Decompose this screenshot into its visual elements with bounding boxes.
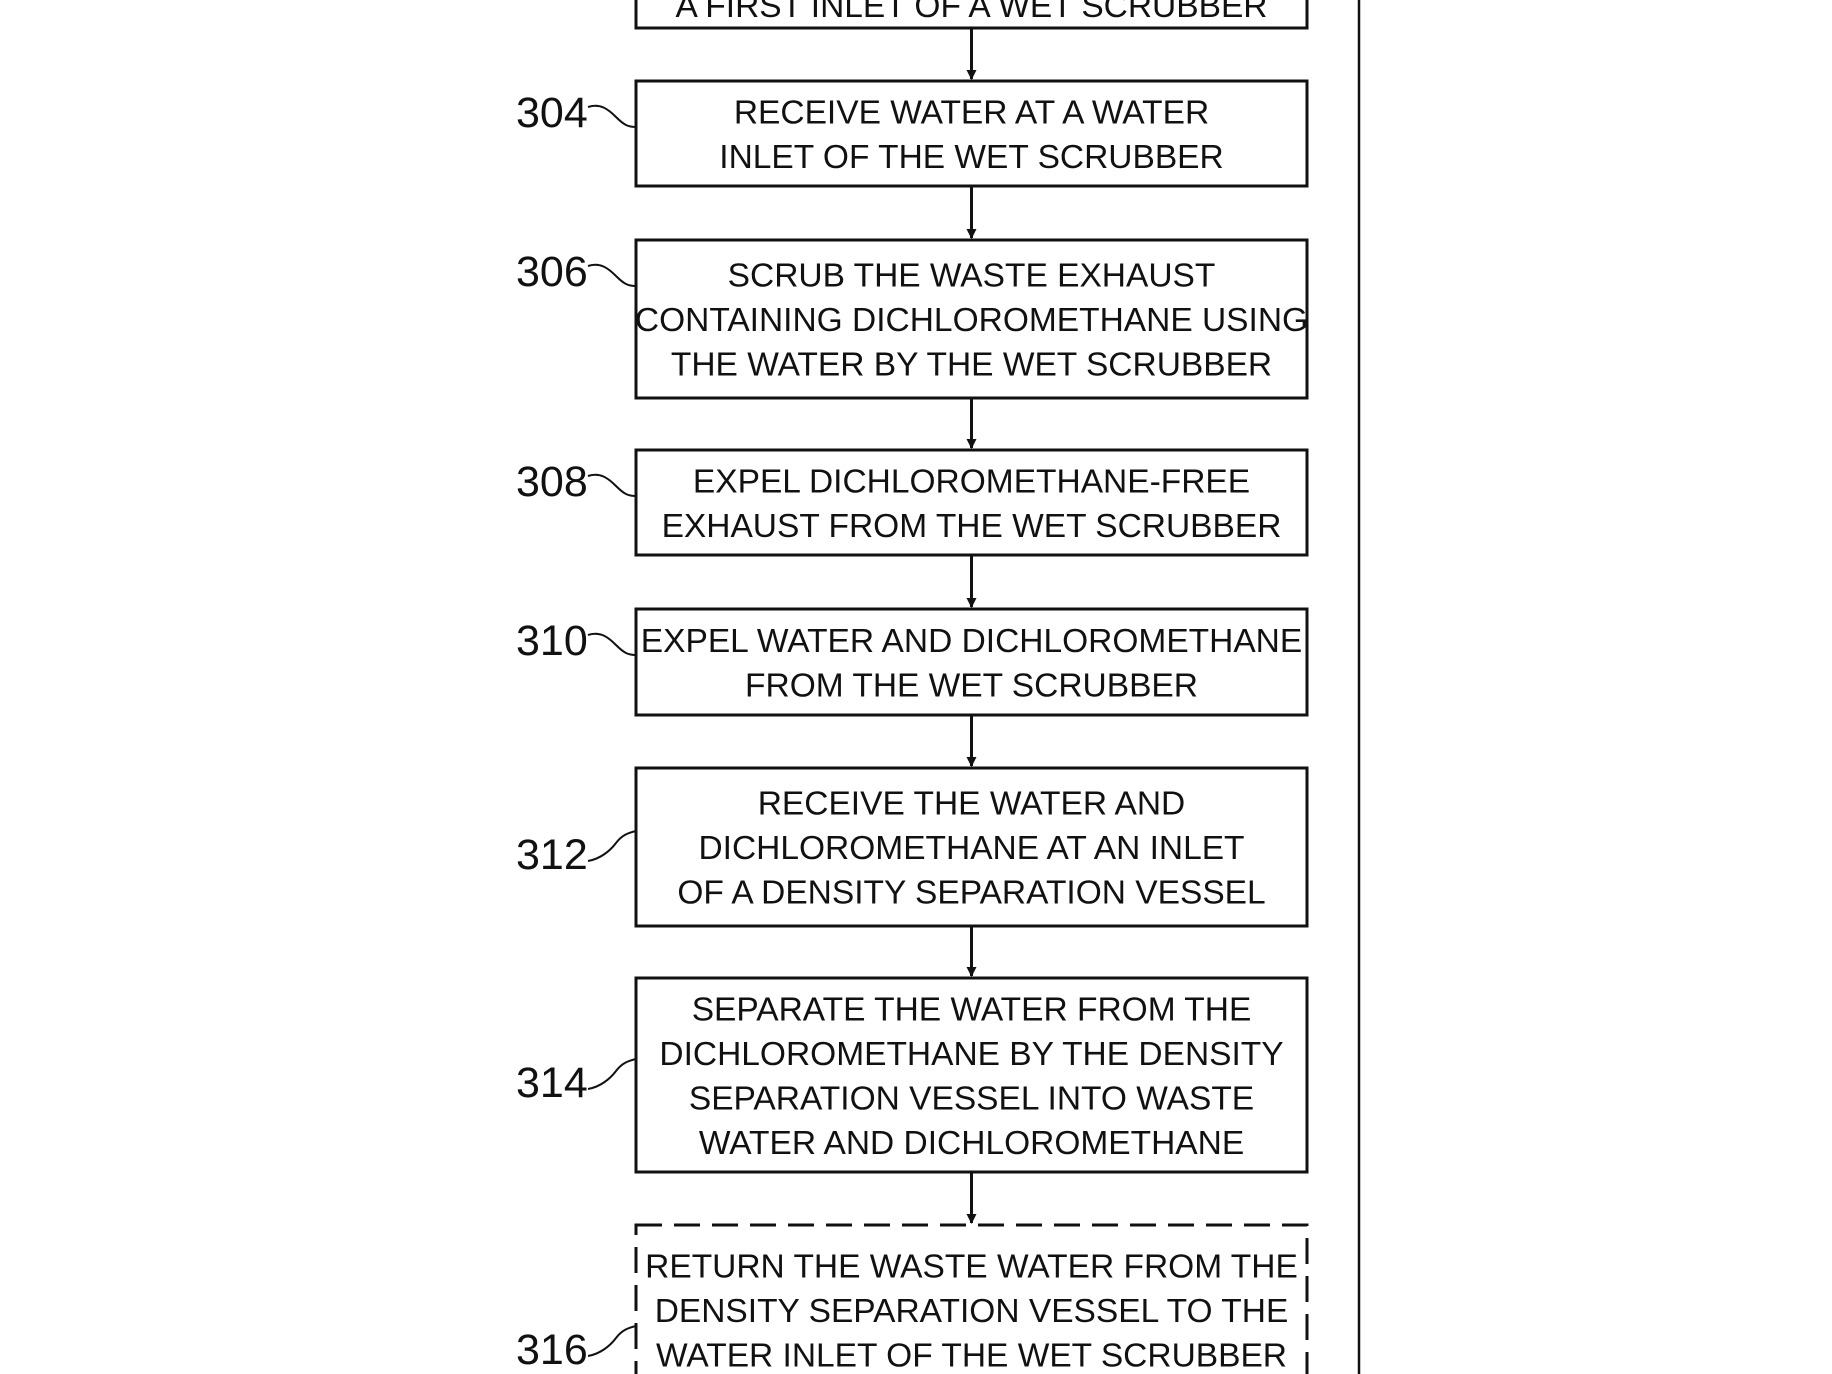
step-308: EXPEL DICHLOROMETHANE-FREE EXHAUST FROM T…: [516, 448, 1309, 557]
reference-leader-line: [587, 263, 637, 287]
step-text-line: SEPARATE THE WATER FROM THE: [692, 991, 1252, 1028]
reference-leader-line: [587, 473, 637, 497]
step-text-line: OF A DENSITY SEPARATION VESSEL: [677, 875, 1265, 912]
step-text-line: A FIRST INLET OF A WET SCRUBBER: [676, 0, 1268, 25]
step-text-line: CONTAINING DICHLOROMETHANE USING: [635, 302, 1308, 339]
step-text-line: SEPARATION VESSEL INTO WASTE: [689, 1080, 1254, 1117]
step-text-line: DENSITY SEPARATION VESSEL TO THE: [655, 1293, 1289, 1330]
step-314: SEPARATE THE WATER FROM THE DICHLOROMETHA…: [516, 976, 1309, 1174]
step-box: [634, 607, 1309, 717]
reference-numeral: 312: [516, 831, 588, 879]
step-text-line: EXHAUST FROM THE WET SCRUBBER: [662, 508, 1282, 545]
step-304: RECEIVE WATER AT A WATER INLET OF THE WET…: [516, 79, 1309, 188]
step-316: RETURN THE WASTE WATER FROM THE DENSITY S…: [516, 1223, 1309, 1374]
reference-numeral: 304: [516, 89, 588, 137]
step-310: EXPEL WATER AND DICHLOROMETHANE FROM THE …: [516, 607, 1309, 717]
step-text-line: WATER AND DICHLOROMETHANE: [699, 1125, 1244, 1162]
step-box: [634, 766, 1309, 928]
reference-numeral: 316: [516, 1326, 588, 1374]
step-top: A FIRST INLET OF A WET SCRUBBER: [634, 0, 1309, 30]
reference-leader-line: [587, 830, 637, 862]
reference-leader-line: [587, 1325, 637, 1357]
step-text-line: RECEIVE WATER AT A WATER: [734, 94, 1209, 131]
step-text-line: RECEIVE THE WATER AND: [758, 786, 1186, 823]
step-text-line: INLET OF THE WET SCRUBBER: [719, 139, 1223, 176]
reference-numeral: 308: [516, 458, 588, 506]
optional-step-box: [634, 1223, 1309, 1374]
reference-leader-line: [587, 632, 637, 656]
reference-leader-line: [587, 104, 637, 128]
step-312: RECEIVE THE WATER AND DICHLOROMETHANE AT …: [516, 766, 1309, 928]
step-text-line: THE WATER BY THE WET SCRUBBER: [671, 347, 1272, 384]
reference-leader-line: [587, 1058, 637, 1090]
step-text-line: EXPEL WATER AND DICHLOROMETHANE: [641, 623, 1302, 660]
step-text-line: DICHLOROMETHANE BY THE DENSITY: [659, 1036, 1283, 1073]
step-text-line: DICHLOROMETHANE AT AN INLET: [698, 830, 1244, 867]
reference-numeral: 306: [516, 248, 588, 296]
step-box: [634, 976, 1309, 1174]
reference-numeral: 310: [516, 617, 588, 665]
step-text-line: RETURN THE WASTE WATER FROM THE: [645, 1249, 1298, 1286]
step-box: [634, 238, 1309, 400]
reference-numeral: 314: [516, 1059, 588, 1107]
step-text-line: EXPEL DICHLOROMETHANE-FREE: [693, 463, 1250, 500]
step-text-line: FROM THE WET SCRUBBER: [745, 667, 1198, 704]
step-text-line: SCRUB THE WASTE EXHAUST: [728, 258, 1216, 295]
step-text-line: WATER INLET OF THE WET SCRUBBER: [656, 1338, 1287, 1374]
step-box: [634, 0, 1309, 30]
step-box: [634, 79, 1309, 188]
step-306: SCRUB THE WASTE EXHAUST CONTAINING DICHLO…: [516, 238, 1309, 400]
step-box: [634, 448, 1309, 557]
